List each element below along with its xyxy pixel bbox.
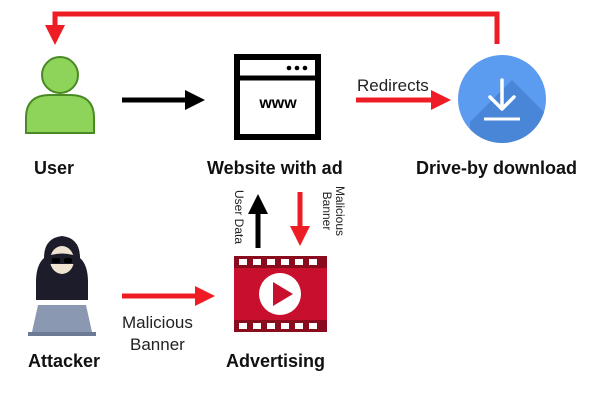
- person-icon: [25, 56, 95, 134]
- malicious-banner-vertical-line1: Malicious: [333, 186, 347, 237]
- malicious-banner-vertical-label: Malicious Banner: [320, 186, 347, 237]
- malicious-banner-label-line1: Malicious: [122, 313, 193, 332]
- hacker-icon: [28, 236, 96, 336]
- user-data-label: User Data: [232, 190, 246, 245]
- download-to-user-arrow: [45, 11, 500, 45]
- download-icon: [458, 55, 546, 143]
- attacker-label: Attacker: [28, 351, 101, 371]
- malicious-banner-vertical-line2: Banner: [320, 191, 334, 231]
- download-label: Drive-by download: [416, 158, 578, 178]
- user-label: User: [34, 158, 75, 178]
- redirects-label: Redirects: [357, 76, 429, 95]
- video-play-icon: [234, 256, 327, 332]
- malicious-banner-label-line2: Banner: [130, 335, 185, 354]
- browser-screen-text: www: [258, 95, 297, 112]
- advertising-label: Advertising: [226, 351, 326, 371]
- website-label: Website with ad: [207, 158, 343, 178]
- malicious-banner-label: Malicious Banner: [122, 312, 193, 356]
- browser-window-icon: www: [234, 54, 321, 140]
